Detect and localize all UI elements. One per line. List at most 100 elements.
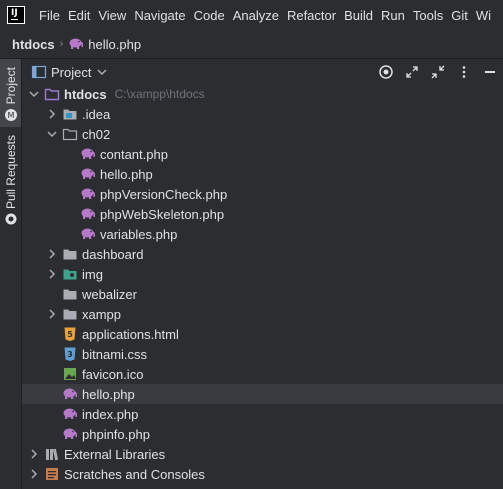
chevron-right-icon[interactable]	[44, 306, 60, 322]
tree-node-idea[interactable]: .idea	[22, 104, 503, 124]
menu-code[interactable]: Code	[193, 7, 225, 23]
hide-panel-button[interactable]	[477, 59, 503, 85]
folder-open-icon	[62, 126, 78, 142]
tree-node-htdocs[interactable]: htdocs C:\xampp\htdocs	[22, 84, 503, 104]
menu-view[interactable]: View	[98, 7, 127, 23]
tree-node-phpversioncheck-php[interactable]: phpVersionCheck.php	[22, 184, 503, 204]
php-file-icon	[80, 186, 96, 202]
tree-node-dashboard[interactable]: dashboard	[22, 244, 503, 264]
tree-node-contant-php[interactable]: contant.php	[22, 144, 503, 164]
php-file-icon	[62, 386, 78, 402]
project-tool-button[interactable]: Project M	[0, 59, 21, 127]
php-file-icon	[80, 166, 96, 182]
menu-file[interactable]: File	[39, 7, 60, 23]
chevron-down-icon	[97, 69, 107, 76]
tree-node-label: applications.html	[82, 326, 179, 342]
breadcrumb: htdocs › hello.php	[0, 30, 503, 59]
menu-analyze[interactable]: Analyze	[232, 7, 279, 23]
menu-tools[interactable]: Tools	[412, 7, 444, 23]
tree-node-img[interactable]: img	[22, 264, 503, 284]
tree-node-label: index.php	[82, 406, 139, 422]
tree-node-phpwebskeleton-php[interactable]: phpWebSkeleton.php	[22, 204, 503, 224]
breadcrumb-separator-icon: ›	[59, 38, 64, 50]
intellij-logo-icon[interactable]: IJ	[7, 6, 25, 24]
select-opened-file-button[interactable]	[373, 59, 399, 85]
folder-icon	[62, 286, 78, 302]
project-panel-header: Project	[22, 59, 503, 85]
collapse-all-button[interactable]	[425, 59, 451, 85]
tree-node-label: img	[82, 266, 103, 282]
menu-navigate[interactable]: Navigate	[134, 7, 186, 23]
php-file-icon	[80, 226, 96, 242]
project-panel-toolbar	[373, 59, 503, 85]
tree-node-label: contant.php	[100, 146, 168, 162]
tree-node-webalizer[interactable]: webalizer	[22, 284, 503, 304]
collapse-icon	[431, 65, 445, 79]
chevron-right-icon[interactable]	[44, 266, 60, 282]
pull-requests-tool-label: Pull Requests	[3, 135, 18, 210]
tree-node-label: htdocs	[64, 86, 107, 102]
tree-node-label: hello.php	[100, 166, 153, 182]
minimize-icon	[485, 71, 495, 73]
menu-build[interactable]: Build	[344, 7, 374, 23]
tree-node-ch02-hello-php[interactable]: hello.php	[22, 164, 503, 184]
tree-node-label: dashboard	[82, 246, 144, 262]
menu-window[interactable]: Wi	[475, 7, 492, 23]
tree-node-label: bitnami.css	[82, 346, 148, 362]
left-tool-stripe: Project M Pull Requests	[0, 59, 22, 489]
menu-git[interactable]: Git	[451, 7, 468, 23]
chevron-right-icon[interactable]	[44, 106, 60, 122]
resource-folder-icon	[62, 266, 78, 282]
options-button[interactable]	[451, 59, 477, 85]
pull-requests-tool-button[interactable]: Pull Requests	[0, 135, 21, 235]
image-file-icon	[62, 366, 78, 382]
tree-node-phpinfo-php[interactable]: phpinfo.php	[22, 424, 503, 444]
svg-text:5: 5	[67, 330, 73, 339]
chevron-down-icon[interactable]	[26, 86, 42, 102]
tree-node-label: phpWebSkeleton.php	[100, 206, 225, 222]
chevron-right-icon[interactable]	[26, 466, 42, 482]
php-file-icon	[80, 206, 96, 222]
tree-node-label: Scratches and Consoles	[64, 466, 205, 482]
scratches-icon	[44, 466, 60, 482]
folder-icon	[62, 246, 78, 262]
project-tool-icon: M	[4, 109, 17, 122]
menu-refactor[interactable]: Refactor	[286, 7, 337, 23]
tree-node-label: phpVersionCheck.php	[100, 186, 228, 202]
breadcrumb-file[interactable]: hello.php	[88, 36, 142, 52]
github-icon	[5, 213, 16, 225]
tree-node-hello-php[interactable]: hello.php	[22, 384, 503, 404]
tree-node-xampp[interactable]: xampp	[22, 304, 503, 324]
chevron-right-icon[interactable]	[26, 446, 42, 462]
php-file-icon	[68, 36, 84, 52]
menu-edit[interactable]: Edit	[67, 7, 91, 23]
folder-icon	[44, 86, 60, 102]
tree-node-bitnami-css[interactable]: 3 bitnami.css	[22, 344, 503, 364]
tree-node-label: .idea	[82, 106, 111, 122]
menu-run[interactable]: Run	[381, 7, 405, 23]
php-file-icon	[80, 146, 96, 162]
expand-all-button[interactable]	[399, 59, 425, 85]
tree-node-variables-php[interactable]: variables.php	[22, 224, 503, 244]
php-file-icon	[62, 406, 78, 422]
project-view-title: Project	[51, 64, 92, 80]
chevron-down-icon[interactable]	[44, 126, 60, 142]
tree-node-label: phpinfo.php	[82, 426, 150, 442]
tree-node-ch02[interactable]: ch02	[22, 124, 503, 144]
breadcrumb-root[interactable]: htdocs	[12, 36, 55, 52]
tree-node-external-libraries[interactable]: External Libraries	[22, 444, 503, 464]
project-view-selector[interactable]: Project	[24, 64, 109, 80]
svg-text:M: M	[7, 111, 14, 120]
tree-node-label: ch02	[82, 126, 111, 142]
expand-icon	[406, 66, 418, 78]
project-tree: htdocs C:\xampp\htdocs .idea ch02 contan…	[22, 84, 503, 484]
tree-node-label: variables.php	[100, 226, 178, 242]
tree-node-applications-html[interactable]: 5 applications.html	[22, 324, 503, 344]
project-panel: Project htdocs C:\xa	[22, 59, 503, 489]
tree-node-label: hello.php	[82, 386, 135, 402]
tree-node-favicon-ico[interactable]: favicon.ico	[22, 364, 503, 384]
tree-node-index-php[interactable]: index.php	[22, 404, 503, 424]
idea-folder-icon	[62, 106, 78, 122]
tree-node-scratches-and-consoles[interactable]: Scratches and Consoles	[22, 464, 503, 484]
chevron-right-icon[interactable]	[44, 246, 60, 262]
